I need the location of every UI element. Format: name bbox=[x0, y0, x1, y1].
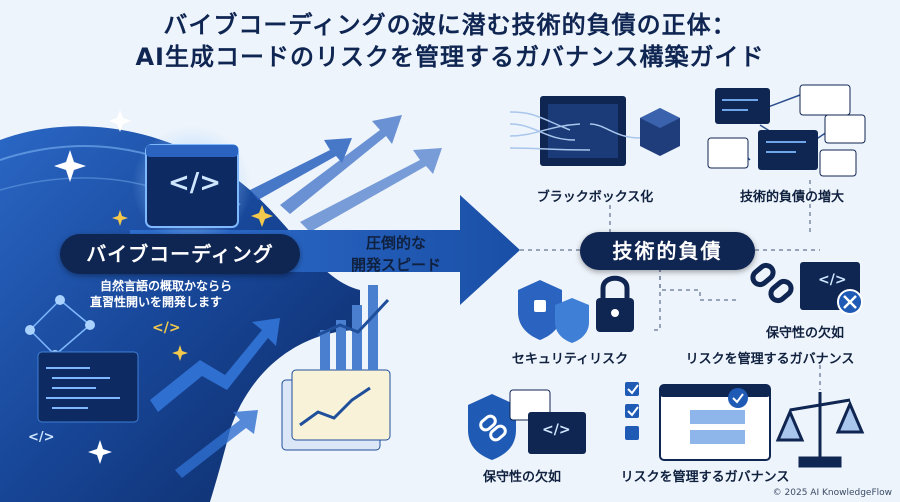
code-icon-small: </> bbox=[152, 320, 181, 336]
speed-arrow bbox=[130, 195, 520, 305]
speed-label-2: 開発スピード bbox=[350, 256, 441, 274]
code-window-icon: </> bbox=[818, 272, 847, 288]
copyright: © 2025 AI KnowledgeFlow bbox=[772, 488, 892, 498]
vibe-coding-desc-2: 直習性開いを開発します bbox=[90, 295, 223, 309]
code-icon-corner: </> bbox=[28, 430, 55, 445]
code-window-icon-bottom: </> bbox=[542, 422, 571, 438]
vibe-coding-pill: バイブコーディング bbox=[60, 234, 300, 274]
title-line-2: AI生成コードのリスクを管理するガバナンス構築ガイド bbox=[135, 43, 765, 71]
vibe-coding-desc-1: 自然言語の概取かならら bbox=[100, 279, 233, 293]
code-icon: </> bbox=[168, 168, 222, 198]
label-maintain-bottom: 保守性の欠如 bbox=[482, 470, 561, 485]
label-debt-growth: 技術的負債の増大 bbox=[739, 190, 844, 205]
label-governance-bottom: リスクを管理するガバナンス bbox=[620, 470, 790, 485]
label-maintain-top: 保守性の欠如 bbox=[765, 326, 844, 341]
title-line-1: バイブコーディングの波に潜む技術的負債の正体： bbox=[163, 11, 737, 39]
label-black-box: ブラックボックス化 bbox=[536, 190, 654, 205]
tech-debt-pill: 技術的負債 bbox=[580, 232, 755, 270]
speed-label-1: 圧倒的な bbox=[365, 234, 426, 252]
label-governance-mid: リスクを管理するガバナンス bbox=[685, 352, 855, 367]
label-security: セキュリティリスク bbox=[511, 352, 629, 367]
